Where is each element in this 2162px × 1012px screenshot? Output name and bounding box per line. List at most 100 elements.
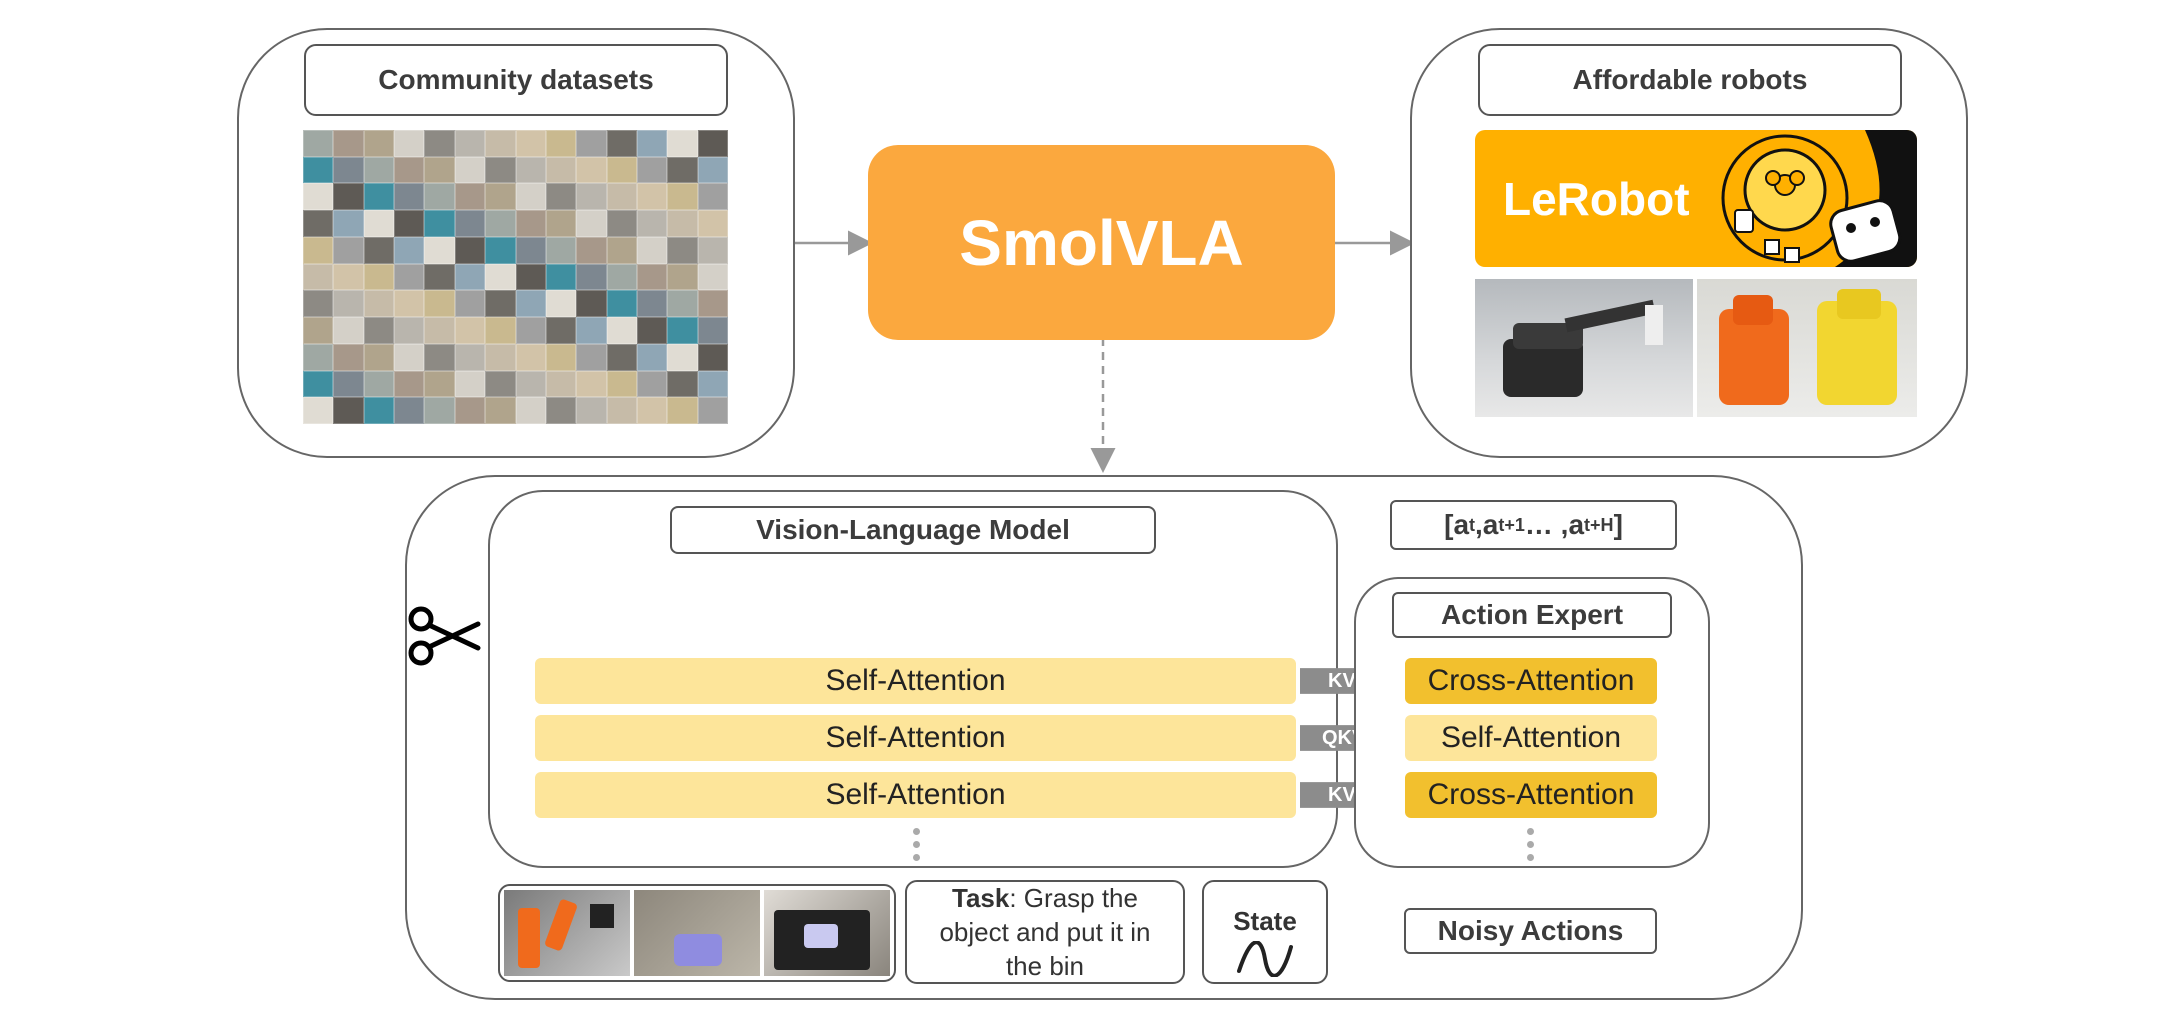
state-label: State: [1233, 906, 1297, 936]
dataset-thumbnail: [333, 210, 364, 237]
dataset-thumbnail: [697, 130, 728, 157]
dataset-thumbnail: [545, 210, 577, 237]
dataset-thumbnail: [363, 263, 395, 291]
dataset-thumbnail: [697, 210, 728, 237]
dataset-thumbnail: [697, 183, 728, 211]
dataset-thumbnail: [606, 210, 637, 237]
dataset-thumbnail: [667, 183, 698, 211]
dataset-thumbnail: [606, 156, 637, 184]
dataset-thumbnail: [636, 317, 668, 344]
dataset-thumbnail: [394, 370, 425, 398]
dataset-thumbnail: [485, 263, 516, 291]
dataset-thumbnail: [515, 210, 546, 237]
dataset-thumbnail: [333, 236, 364, 264]
dataset-thumbnail: [667, 370, 698, 398]
dataset-thumbnail: [697, 343, 728, 371]
dataset-thumbnail: [515, 263, 546, 291]
dataset-thumbnail: [636, 183, 668, 211]
dataset-thumbnail: [606, 130, 637, 157]
dataset-thumbnail: [363, 343, 395, 371]
dataset-thumbnail: [576, 343, 607, 371]
dataset-thumbnail: [424, 290, 455, 318]
dataset-thumbnail: [454, 263, 486, 291]
dataset-thumbnail: [333, 343, 364, 371]
action-expert-title: Action Expert: [1392, 592, 1672, 638]
dataset-thumbnail: [303, 236, 334, 264]
dataset-thumbnail: [606, 317, 637, 344]
dataset-thumbnail: [636, 263, 668, 291]
dataset-thumbnail: [697, 317, 728, 344]
state-wave-icon: [1237, 941, 1293, 977]
vlm-more-layers-dots: [913, 828, 920, 861]
dataset-thumbnail: [303, 156, 334, 184]
community-datasets-title: Community datasets: [304, 44, 728, 116]
task-instruction-input: Task: Grasp the object and put it in the…: [905, 880, 1185, 984]
scissors-icon: [408, 606, 481, 666]
dataset-thumbnail: [697, 290, 728, 318]
dataset-thumbnail: [303, 210, 334, 237]
dataset-thumbnail: [667, 343, 698, 371]
dataset-thumbnail: [303, 263, 334, 291]
dataset-thumbnail: [545, 317, 577, 344]
dataset-thumbnail: [424, 183, 455, 211]
dataset-thumbnail: [545, 263, 577, 291]
dataset-thumbnail: [363, 210, 395, 237]
dataset-thumbnail: [485, 156, 516, 184]
dataset-thumbnail: [363, 290, 395, 318]
dataset-thumbnail: [454, 130, 486, 157]
dataset-thumbnail: [636, 236, 668, 264]
expert-cross-attention-2: Cross-Attention: [1405, 772, 1657, 818]
dataset-thumbnail: [424, 263, 455, 291]
dataset-thumbnail: [485, 290, 516, 318]
dataset-thumbnail: [333, 370, 364, 398]
smolvla-title: SmolVLA: [868, 145, 1335, 340]
dataset-thumbnail: [636, 343, 668, 371]
dataset-thumbnail: [485, 317, 516, 344]
dataset-thumbnail: [667, 236, 698, 264]
dataset-thumbnail: [667, 210, 698, 237]
dataset-thumbnail: [606, 290, 637, 318]
dataset-thumbnail: [636, 397, 668, 424]
dataset-thumbnail: [394, 263, 425, 291]
dataset-thumbnail: [576, 397, 607, 424]
dataset-thumbnail: [424, 210, 455, 237]
dataset-thumbnail: [454, 343, 486, 371]
dataset-thumbnail: [697, 397, 728, 424]
dataset-thumbnail: [636, 290, 668, 318]
dataset-thumbnail: [576, 263, 607, 291]
dataset-thumbnail: [303, 290, 334, 318]
dataset-thumbnail: [515, 156, 546, 184]
dataset-thumbnail: [576, 183, 607, 211]
vlm-self-attention-2: Self-Attention: [535, 715, 1296, 761]
dataset-thumbnail: [485, 343, 516, 371]
dataset-thumbnail: [697, 263, 728, 291]
dataset-thumbnail: [667, 156, 698, 184]
dataset-thumbnail: [363, 236, 395, 264]
dataset-thumbnail: [667, 317, 698, 344]
dataset-thumbnail: [303, 130, 334, 157]
vlm-title: Vision-Language Model: [670, 506, 1156, 554]
dataset-thumbnail: [394, 210, 425, 237]
camera-view-2: [634, 890, 760, 976]
dataset-thumbnail: [545, 397, 577, 424]
dataset-thumbnail: [545, 236, 577, 264]
dataset-thumbnail: [545, 183, 577, 211]
dataset-thumbnail: [667, 263, 698, 291]
dataset-thumbnail: [454, 156, 486, 184]
dataset-thumbnail-mosaic: [303, 130, 728, 424]
dataset-thumbnail: [303, 370, 334, 398]
expert-cross-attention-1: Cross-Attention: [1405, 658, 1657, 704]
dataset-thumbnail: [424, 317, 455, 344]
dataset-thumbnail: [333, 183, 364, 211]
dataset-thumbnail: [394, 317, 425, 344]
dataset-thumbnail: [394, 343, 425, 371]
dataset-thumbnail: [515, 397, 546, 424]
dataset-thumbnail: [636, 210, 668, 237]
dataset-thumbnail: [394, 156, 425, 184]
dataset-thumbnail: [576, 290, 607, 318]
dataset-thumbnail: [454, 236, 486, 264]
dataset-thumbnail: [636, 370, 668, 398]
dataset-thumbnail: [606, 370, 637, 398]
dataset-thumbnail: [606, 343, 637, 371]
dataset-thumbnail: [424, 397, 455, 424]
